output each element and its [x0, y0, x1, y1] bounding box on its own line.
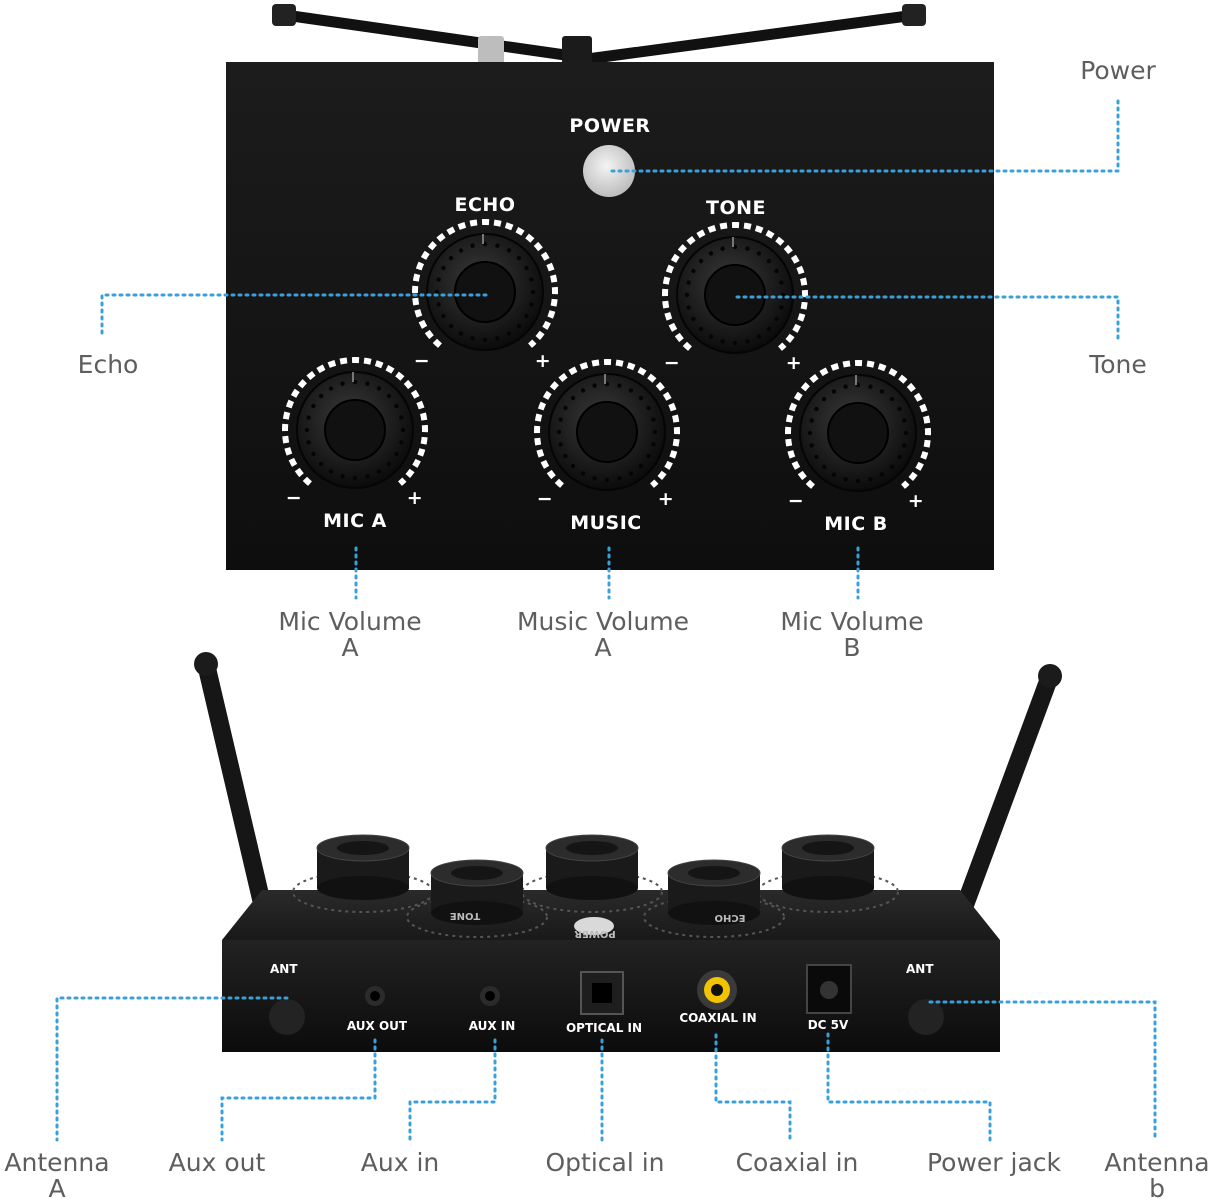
- callout-music-volume-a: Music Volume A: [493, 609, 713, 661]
- rear-knob-1: [292, 834, 434, 913]
- callout-mic-volume-a: Mic Volume A: [250, 609, 450, 661]
- power-label: POWER: [569, 115, 651, 137]
- callout-antenna-b-line2: b: [1149, 1174, 1165, 1203]
- top-antennas: [272, 4, 926, 66]
- aux-in-jack: [480, 986, 500, 1006]
- tone-minus: −: [663, 352, 681, 374]
- aux-in-label: AUX IN: [468, 1019, 516, 1033]
- rear-knob-3: [757, 834, 899, 913]
- tone-label: TONE: [706, 197, 766, 219]
- mic-a-minus: −: [285, 487, 303, 509]
- echo-plus: +: [534, 350, 552, 372]
- power-button[interactable]: [583, 145, 635, 197]
- rear-knob-tone: [406, 859, 548, 938]
- mic-b-knob[interactable]: [785, 360, 931, 492]
- music-label: MUSIC: [570, 512, 642, 534]
- callout-antenna-a-line2: A: [48, 1174, 66, 1203]
- rear-power-button: [574, 917, 614, 935]
- coaxial-in-label: COAXIAL IN: [679, 1011, 757, 1025]
- antenna-b-base: [908, 999, 944, 1035]
- mic-a-plus: +: [406, 487, 424, 509]
- leader-lines: [55, 96, 1157, 1142]
- echo-minus: −: [413, 350, 431, 372]
- callout-antenna-b: Antenna b: [1100, 1150, 1214, 1202]
- music-knob[interactable]: [534, 359, 680, 491]
- mic-b-plus: +: [907, 490, 925, 512]
- top-device-body: [226, 62, 994, 570]
- optical-in-port: [580, 971, 624, 1015]
- callout-mic-volume-b-line2: B: [843, 633, 861, 662]
- top-knobs: [282, 219, 931, 492]
- rear-knob-2: [521, 834, 663, 913]
- ant-left-label: ANT: [270, 962, 298, 976]
- rear-knobs: [292, 834, 899, 938]
- mic-b-minus: −: [787, 490, 805, 512]
- rear-tone-mirrored-label: TONE: [449, 910, 481, 921]
- optical-in-label: OPTICAL IN: [565, 1021, 643, 1035]
- rear-power-mirrored-label: POWER: [574, 928, 616, 939]
- callout-antenna-b-line1: Antenna: [1104, 1148, 1210, 1177]
- callout-tone: Tone: [1089, 350, 1147, 379]
- rear-knob-echo: [643, 859, 785, 938]
- callout-music-volume-a-line1: Music Volume: [516, 607, 690, 636]
- callout-antenna-a-line1: Antenna: [4, 1148, 110, 1177]
- mic-a-knob[interactable]: [282, 357, 428, 489]
- tone-plus: +: [785, 352, 803, 374]
- aux-out-jack: [365, 986, 385, 1006]
- rear-device-top: [222, 890, 1000, 940]
- callout-aux-in: Aux in: [360, 1148, 440, 1177]
- dc-power-port: [806, 964, 852, 1014]
- antenna-a-base: [269, 999, 305, 1035]
- callout-power-jack: Power jack: [926, 1148, 1062, 1177]
- mic-a-label: MIC A: [323, 510, 387, 532]
- callout-optical-in: Optical in: [545, 1148, 665, 1177]
- callout-mic-volume-a-line2: A: [341, 633, 359, 662]
- music-plus: +: [657, 488, 675, 510]
- rear-echo-mirrored-label: ECHO: [714, 912, 746, 923]
- callout-mic-volume-b: Mic Volume B: [752, 609, 952, 661]
- dc-label: DC 5V: [807, 1018, 849, 1032]
- callout-antenna-a: Antenna A: [0, 1150, 114, 1202]
- callout-music-volume-a-line2: A: [594, 633, 612, 662]
- music-minus: −: [536, 488, 554, 510]
- echo-knob[interactable]: [412, 219, 558, 351]
- callout-power: Power: [1080, 56, 1156, 85]
- echo-label: ECHO: [454, 194, 516, 216]
- callout-mic-volume-b-line1: Mic Volume: [780, 607, 924, 636]
- tone-knob[interactable]: [662, 222, 808, 354]
- callout-aux-out: Aux out: [168, 1148, 266, 1177]
- callout-mic-volume-a-line1: Mic Volume: [278, 607, 422, 636]
- aux-out-label: AUX OUT: [346, 1019, 408, 1033]
- callout-coaxial-in: Coaxial in: [735, 1148, 859, 1177]
- callout-echo: Echo: [77, 350, 139, 379]
- ant-right-label: ANT: [906, 962, 934, 976]
- mic-b-label: MIC B: [824, 513, 888, 535]
- coaxial-in-port: [697, 970, 737, 1010]
